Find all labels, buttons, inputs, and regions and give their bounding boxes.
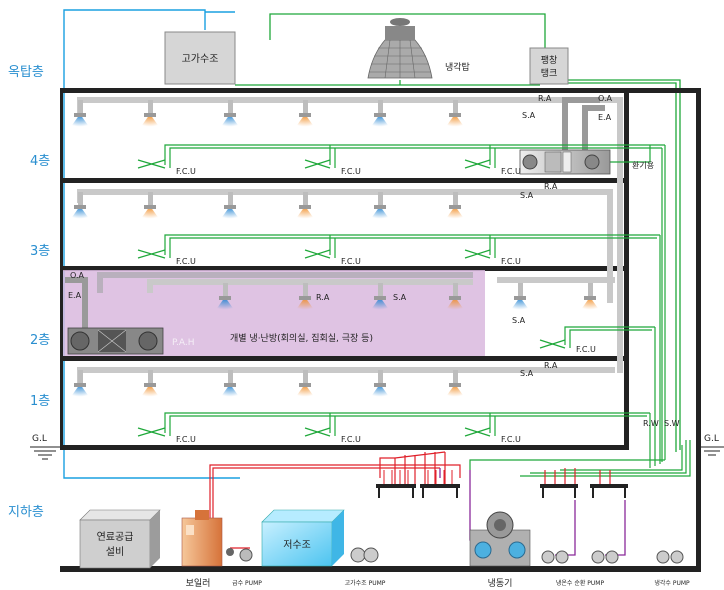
ra-label: R.A — [538, 94, 552, 103]
boiler-label: 보일러 — [186, 578, 211, 589]
diffuser-cool — [70, 383, 90, 398]
ground-lines — [30, 446, 724, 460]
zone-description: 개별 냉·난방(회의실, 집회실, 극장 등) — [230, 332, 373, 344]
fcu-label: F.C.U — [501, 167, 521, 176]
fuel-supply-label-1: 연료공급 — [97, 531, 134, 543]
fcu-label: F.C.U — [501, 257, 521, 266]
diffuser-warm — [580, 296, 600, 311]
diffuser-warm — [140, 383, 160, 398]
sa-label: S.A — [512, 316, 526, 325]
feed-pump-label: 급수 PUMP — [232, 580, 262, 587]
rw-label: R.W — [643, 419, 659, 428]
floor-label-1f: 1층 — [30, 394, 50, 409]
diffuser-warm — [140, 205, 160, 220]
diffuser-cool — [220, 205, 240, 220]
fcu-label: F.C.U — [176, 167, 196, 176]
chiller: 냉동기 — [469, 511, 531, 589]
fcu-label: F.C.U — [341, 435, 361, 444]
cw-pump-label: 냉각수 PUMP — [654, 579, 690, 587]
expansion-tank-label-2: 탱크 — [541, 68, 558, 79]
fcu-label: F.C.U — [341, 257, 361, 266]
expansion-tank-label-1: 팽창 — [541, 55, 558, 66]
diffuser-cool — [220, 113, 240, 128]
fcu-label: F.C.U — [176, 257, 196, 266]
reservoir: 저수조 — [261, 509, 345, 567]
diffuser-warm — [295, 113, 315, 128]
diffuser-cool — [510, 296, 530, 311]
floor-label-basement: 지하층 — [8, 505, 44, 520]
oa-label: O.A — [598, 94, 613, 103]
pipe-headers — [376, 484, 628, 498]
sa-label: S.A — [522, 111, 536, 120]
elevated-tank-label: 고가수조 — [182, 53, 219, 65]
header-branches — [383, 470, 453, 484]
reservoir-pump: 고가수조 PUMP — [345, 547, 386, 587]
fuel-supply-label-2: 설비 — [106, 546, 124, 558]
chiller-label: 냉동기 — [488, 578, 513, 589]
reservoir-pump-label: 고가수조 PUMP — [345, 579, 386, 587]
chw-pump-label: 냉온수 순환 PUMP — [556, 579, 605, 587]
fcu-label: F.C.U — [576, 345, 596, 354]
floor-label-2f: 2층 — [30, 333, 50, 348]
ea-label: E.A — [598, 113, 612, 122]
expansion-tank: 팽창 탱크 — [529, 47, 569, 85]
sa-label: S.A — [520, 369, 534, 378]
fcu-labels: F.C.U F.C.U F.C.U F.C.U F.C.U F.C.U F.C.… — [176, 167, 596, 444]
fcu-label: F.C.U — [341, 167, 361, 176]
cw-pumps: 냉각수 PUMP — [654, 550, 690, 587]
ground-label-left: G.L — [32, 434, 47, 444]
ventilation-label: 환기용 — [632, 160, 654, 170]
diffuser-cool — [370, 296, 390, 311]
diffuser-stubs — [78, 100, 593, 384]
duct-labels: R.A S.A O.A E.A R.A S.A 환기용 O.A E.A R.A … — [68, 94, 680, 428]
diffusers — [70, 113, 600, 398]
floor-label-rooftop: 옥탑층 — [8, 65, 44, 80]
fcu-piping — [137, 144, 691, 477]
hot-water-piping — [209, 451, 611, 549]
pah-label: P.A.H — [172, 338, 195, 348]
diffuser-cool — [370, 113, 390, 128]
diffuser-cool — [215, 296, 235, 311]
ra-label: R.A — [316, 293, 330, 302]
diffuser-warm — [295, 383, 315, 398]
fcu-label: F.C.U — [501, 435, 521, 444]
ra-label: R.A — [544, 361, 558, 370]
chilled-water-piping — [439, 468, 626, 556]
diffuser-cool — [220, 383, 240, 398]
sa-label: S.A — [520, 191, 534, 200]
diffuser-warm — [140, 113, 160, 128]
diffuser-warm — [445, 296, 465, 311]
elevated-water-tank: 고가수조 — [164, 31, 236, 85]
fcu-label: F.C.U — [176, 435, 196, 444]
sa-label: S.A — [393, 293, 407, 302]
feed-pump: 급수 PUMP — [232, 548, 262, 587]
boiler: 보일러 — [181, 510, 234, 589]
air-handling-unit-4f — [519, 149, 611, 175]
ground-label-right: G.L — [704, 434, 719, 444]
diffuser-warm — [295, 296, 315, 311]
diffuser-warm — [445, 113, 465, 128]
condenser-water-lines — [235, 13, 681, 452]
building-structure — [60, 88, 701, 572]
diffuser-cool — [370, 205, 390, 220]
ra-label: R.A — [544, 182, 558, 191]
packaged-air-handler-2f: P.A.H — [67, 327, 195, 355]
oa-label: O.A — [70, 271, 85, 280]
cooling-tower: 냉각탑 — [367, 18, 470, 79]
ea-label: E.A — [68, 291, 82, 300]
diffuser-cool — [70, 113, 90, 128]
diffuser-cool — [370, 383, 390, 398]
floor-label-3f: 3층 — [30, 244, 50, 259]
sw-label: S.W — [664, 419, 680, 428]
floor-label-4f: 4층 — [30, 154, 50, 169]
diffuser-warm — [295, 205, 315, 220]
reservoir-label: 저수조 — [283, 539, 311, 551]
diffuser-warm — [445, 383, 465, 398]
diffuser-warm — [445, 205, 465, 220]
diffuser-cool — [70, 205, 90, 220]
cooling-tower-label: 냉각탑 — [445, 61, 470, 73]
fuel-supply-equipment: 연료공급 설비 — [79, 509, 161, 569]
chw-circulation-pumps: 냉온수 순환 PUMP — [541, 550, 619, 587]
